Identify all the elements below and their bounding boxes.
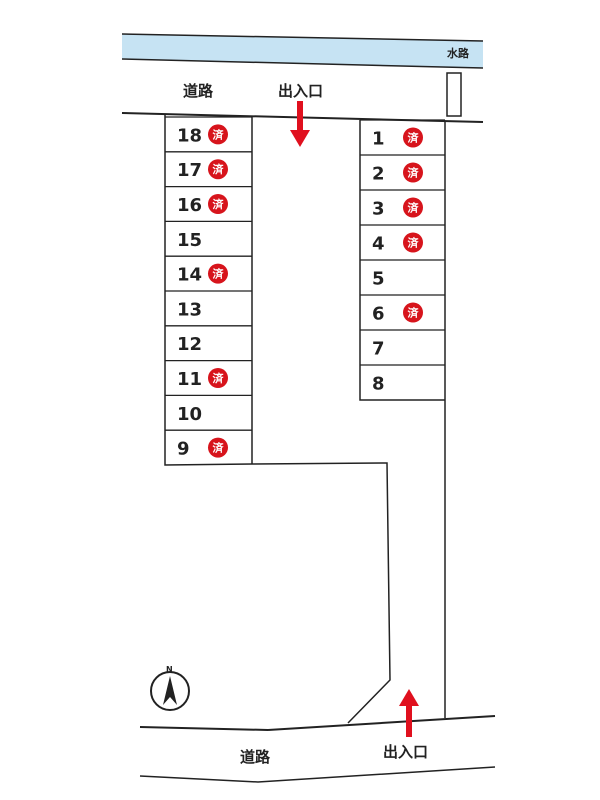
parking-slot-11: 11 済 [165, 359, 252, 390]
sold-mark: 済 [213, 162, 225, 176]
road-label-top: 道路 [183, 82, 214, 100]
slot-number: 14 [177, 265, 202, 286]
entrance-label-bottom: 出入口 [383, 743, 428, 761]
parking-slot-18: 18 済 [165, 116, 252, 146]
slot-number: 2 [372, 164, 385, 185]
sold-mark: 済 [408, 166, 420, 180]
parking-slot-10: 10 [165, 394, 252, 425]
north-label: N [166, 665, 173, 674]
sold-mark: 済 [408, 306, 420, 320]
sold-badge: 済 [208, 124, 228, 145]
sold-badge: 済 [208, 437, 228, 458]
slot-number: 10 [177, 404, 202, 425]
sold-badge: 済 [208, 368, 228, 388]
waterway-edge-top [121, 33, 484, 42]
entrance-arrow-top [290, 101, 310, 147]
north-compass: N [150, 665, 190, 711]
waterway-edge-bottom [121, 58, 484, 69]
compass-icon [150, 671, 190, 711]
entrance-arrow-bottom [399, 689, 419, 737]
sold-mark: 済 [408, 131, 420, 145]
slot-number: 13 [177, 299, 202, 320]
parking-slot-5: 5 [360, 259, 445, 290]
parking-slot-13: 13 [165, 290, 252, 320]
sold-badge: 済 [403, 197, 423, 218]
parking-slot-15: 15 [165, 220, 252, 251]
slot-number: 12 [177, 334, 202, 355]
sold-mark: 済 [408, 236, 420, 250]
sold-mark: 済 [213, 267, 225, 281]
sold-badge: 済 [403, 302, 423, 323]
sold-badge: 済 [208, 263, 228, 284]
sold-mark: 済 [213, 371, 225, 385]
slot-number: 16 [177, 195, 202, 216]
entrance-label-top: 出入口 [278, 82, 323, 100]
waterway-label: 水路 [447, 46, 470, 60]
road-edge-bottom-upper-2 [267, 715, 496, 731]
parking-slot-16: 16 済 [165, 185, 252, 216]
sold-badge: 済 [208, 159, 228, 180]
lot-outline [164, 115, 446, 724]
parking-slot-12: 12 [165, 325, 252, 355]
parking-slot-7: 7 [360, 329, 445, 360]
sold-mark: 済 [213, 441, 225, 455]
slot-number: 7 [372, 339, 385, 360]
road-edge-bottom-lower [139, 766, 496, 783]
waterway [122, 34, 483, 68]
slot-number: 4 [372, 234, 385, 255]
sold-mark: 済 [408, 201, 420, 215]
sold-badge: 済 [403, 232, 423, 253]
slot-number: 11 [177, 369, 202, 390]
sold-mark: 済 [213, 197, 225, 211]
parking-slot-8: 8 [360, 364, 445, 395]
slot-number: 3 [372, 199, 385, 220]
slot-number: 18 [177, 125, 202, 146]
road-label-bottom: 道路 [240, 748, 271, 766]
sold-mark: 済 [213, 127, 225, 141]
sold-badge: 済 [208, 194, 228, 214]
slot-number: 15 [177, 230, 202, 251]
structure [446, 72, 462, 117]
sold-badge: 済 [403, 127, 423, 148]
slot-number: 17 [177, 160, 202, 181]
parking-slot-14: 14 済 [165, 255, 252, 286]
slot-number: 9 [177, 439, 190, 460]
slot-number: 5 [372, 269, 385, 290]
sold-badge: 済 [403, 162, 423, 183]
road-edge-bottom-upper [139, 726, 269, 731]
slot-number: 8 [372, 374, 385, 395]
slot-number: 6 [372, 304, 385, 325]
parking-slot-17: 17 済 [165, 151, 252, 181]
slot-number: 1 [372, 129, 385, 150]
